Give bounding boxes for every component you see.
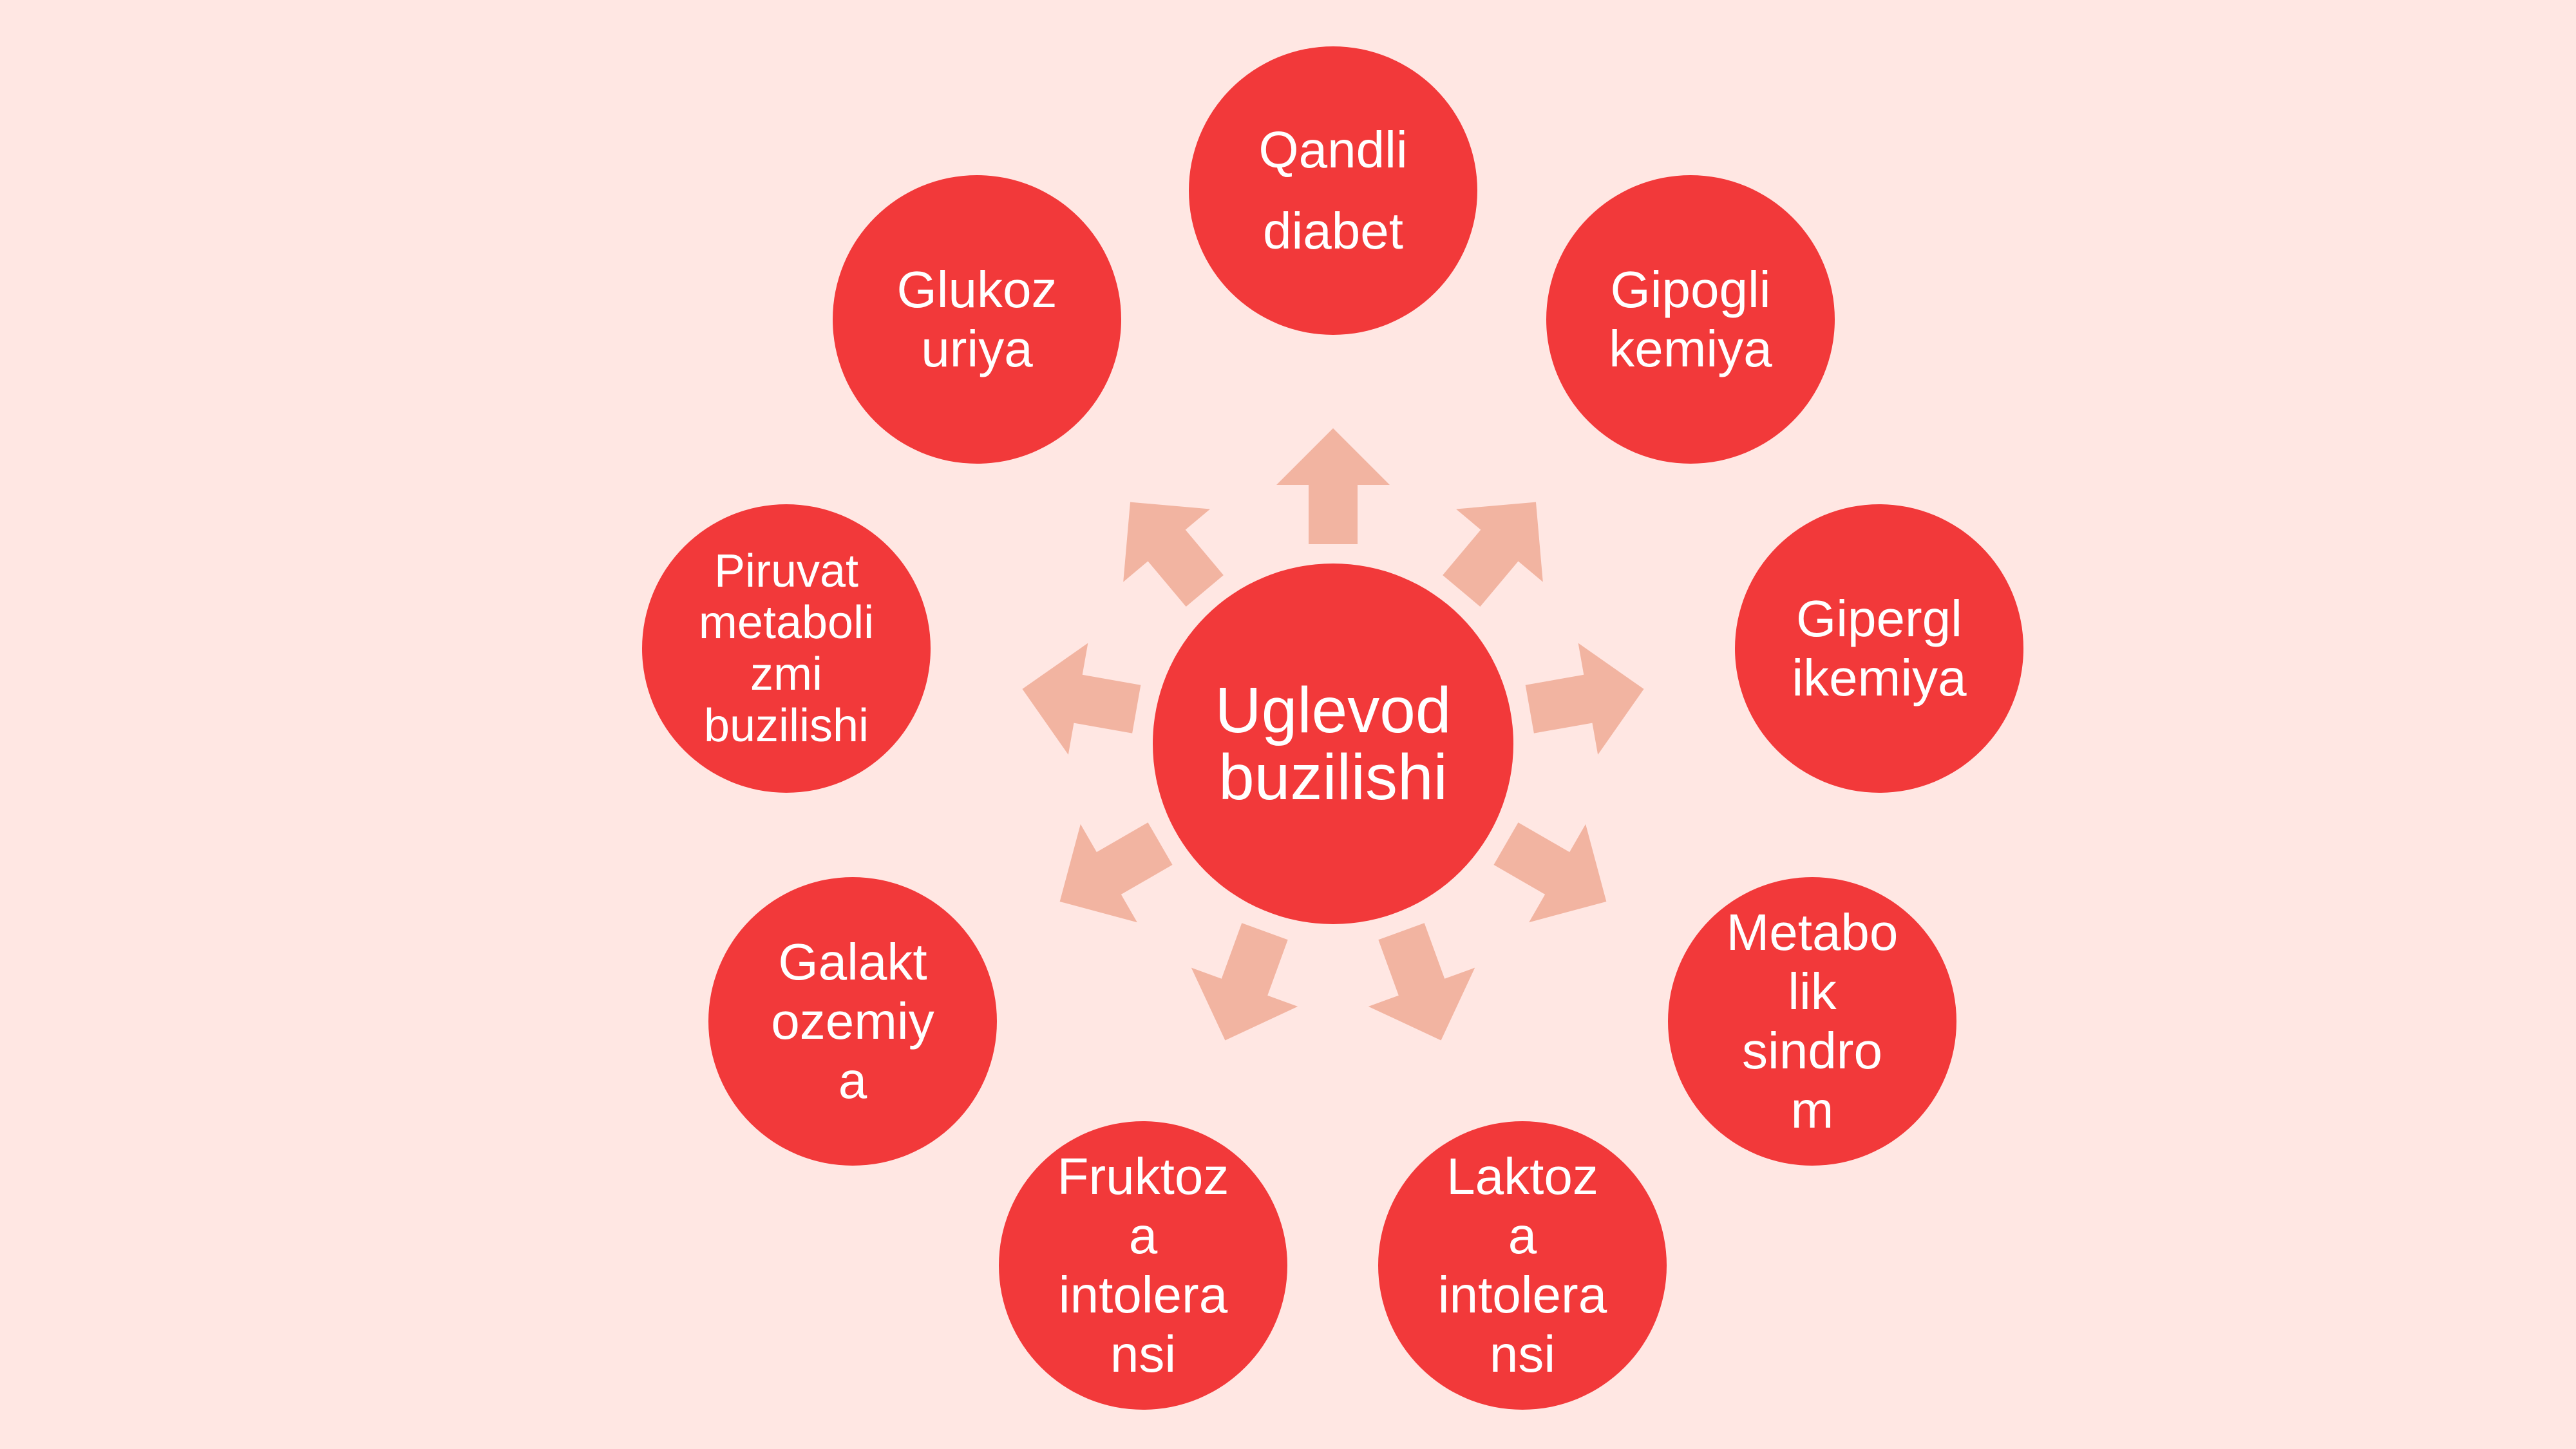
arrow-to-piruvat-metabolizmi-buzilishi [1022, 643, 1141, 755]
arrow-shape [1525, 643, 1644, 755]
arrow-to-galaktozemiya [1059, 822, 1173, 923]
arrow-to-laktoza-intoleransi [1368, 923, 1475, 1041]
center-node: Uglevod buzilishi [1153, 564, 1513, 924]
node-piruvat-metabolizmi-buzilishi: Piruvat metaboli zmi buzilishi [642, 504, 931, 793]
arrow-shape [1276, 428, 1390, 544]
arrow-to-giperglikemiya [1525, 643, 1644, 755]
node-label-giperglikemiya: Gipergl ikemiya [1792, 590, 1967, 706]
node-gipoglikemiya: Gipogli kemiya [1546, 175, 1835, 464]
center-node-label: Uglevod buzilishi [1215, 674, 1452, 813]
arrow-to-metabolik-sindrom [1493, 822, 1607, 923]
node-label-glukozuriya: Glukoz uriya [896, 261, 1057, 377]
node-laktoza-intoleransi: Laktoz a intolera nsi [1378, 1121, 1667, 1410]
arrow-to-fruktoza-intoleransi [1191, 923, 1298, 1041]
node-label-fruktoza-intoleransi: Fruktoz a intolera nsi [1057, 1148, 1229, 1383]
node-qandli-diabet: Qandli diabet [1189, 46, 1477, 335]
node-galaktozemiya: Galakt ozemiy a [708, 877, 997, 1166]
arrow-shape [1443, 502, 1543, 607]
node-metabolik-sindrom: Metabo lik sindro m [1668, 877, 1956, 1166]
node-label-metabolik-sindrom: Metabo lik sindro m [1726, 904, 1899, 1139]
arrow-to-glukozuriya [1123, 502, 1224, 607]
node-glukozuriya: Glukoz uriya [833, 175, 1121, 464]
node-fruktoza-intoleransi: Fruktoz a intolera nsi [999, 1121, 1287, 1410]
arrow-shape [1059, 822, 1173, 923]
arrow-to-qandli-diabet [1276, 428, 1390, 544]
node-giperglikemiya: Gipergl ikemiya [1735, 504, 2023, 793]
arrow-to-gipoglikemiya [1443, 502, 1543, 607]
arrow-shape [1368, 923, 1475, 1041]
node-label-qandli-diabet: Qandli diabet [1258, 121, 1408, 260]
node-label-laktoza-intoleransi: Laktoz a intolera nsi [1437, 1148, 1607, 1383]
node-label-gipoglikemiya: Gipogli kemiya [1609, 261, 1772, 377]
node-label-piruvat-metabolizmi-buzilishi: Piruvat metaboli zmi buzilishi [698, 545, 875, 752]
node-label-galaktozemiya: Galakt ozemiy a [771, 933, 934, 1109]
arrow-shape [1123, 502, 1224, 607]
arrow-shape [1493, 822, 1607, 923]
arrow-shape [1191, 923, 1298, 1041]
arrow-shape [1022, 643, 1141, 755]
